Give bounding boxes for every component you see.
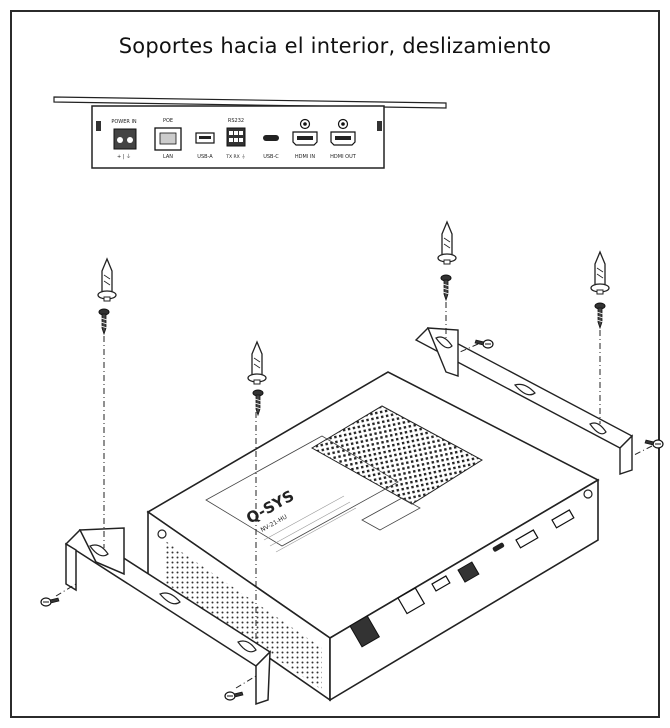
wall-anchor-icon bbox=[437, 221, 457, 265]
usb-c-port-icon bbox=[263, 135, 279, 141]
wall-anchor-icon bbox=[247, 341, 267, 385]
wood-screw-icon bbox=[252, 389, 264, 416]
wood-screw-icon bbox=[98, 308, 110, 335]
lan-label: LAN bbox=[163, 154, 173, 160]
device-hdmi-in-port-icon bbox=[515, 529, 539, 549]
wood-screw-icon bbox=[440, 274, 452, 301]
wall-anchor-icon bbox=[590, 251, 610, 295]
device-rs232-terminal-icon bbox=[457, 561, 480, 583]
device-lan-port-icon bbox=[397, 587, 426, 615]
usb-c-label: USB-C bbox=[263, 154, 279, 160]
machine-screw-icon bbox=[644, 439, 664, 449]
rs232-pins-label: TX RX ⏚ bbox=[225, 153, 245, 160]
poe-label: POE bbox=[163, 118, 173, 124]
rear-panel-view: POWER IN + | ⏚ POE LAN USB-A RS232 TX RX… bbox=[53, 96, 447, 169]
figure-title: Soportes hacia el interior, deslizamient… bbox=[118, 34, 552, 58]
device-hdmi-out-port-icon bbox=[551, 509, 575, 529]
device-power-connector-icon bbox=[349, 615, 381, 648]
rs232-label: RS232 bbox=[228, 118, 244, 124]
power-connector-icon bbox=[113, 128, 137, 150]
hdmi-in-label: HDMI IN bbox=[295, 154, 315, 160]
wood-screw-icon bbox=[594, 302, 606, 329]
rs232-terminal-icon bbox=[226, 127, 246, 147]
machine-screw-icon bbox=[474, 339, 494, 349]
q-sys-device: Q-SYS NV-21-HU bbox=[146, 371, 600, 702]
wall-anchor-icon bbox=[97, 258, 117, 302]
machine-screw-icon bbox=[224, 691, 244, 701]
left-mounting-bracket bbox=[64, 527, 272, 706]
usb-a-label: USB-A bbox=[197, 154, 213, 160]
side-vent-grille bbox=[164, 540, 322, 690]
device-usb-c-port-icon bbox=[492, 542, 505, 552]
hdmi-out-label: HDMI OUT bbox=[330, 154, 357, 160]
power-polarity-label: + | ⏚ bbox=[117, 153, 131, 160]
mounting-bracket-icon bbox=[426, 327, 459, 377]
alignment-guides bbox=[55, 302, 653, 689]
power-in-label: POWER IN bbox=[111, 119, 137, 125]
device-usb-a-port-icon bbox=[431, 575, 451, 592]
figure-frame bbox=[10, 10, 660, 718]
top-vent-grille bbox=[311, 405, 483, 505]
machine-screw-icon bbox=[40, 597, 60, 607]
right-mounting-bracket bbox=[414, 327, 634, 475]
